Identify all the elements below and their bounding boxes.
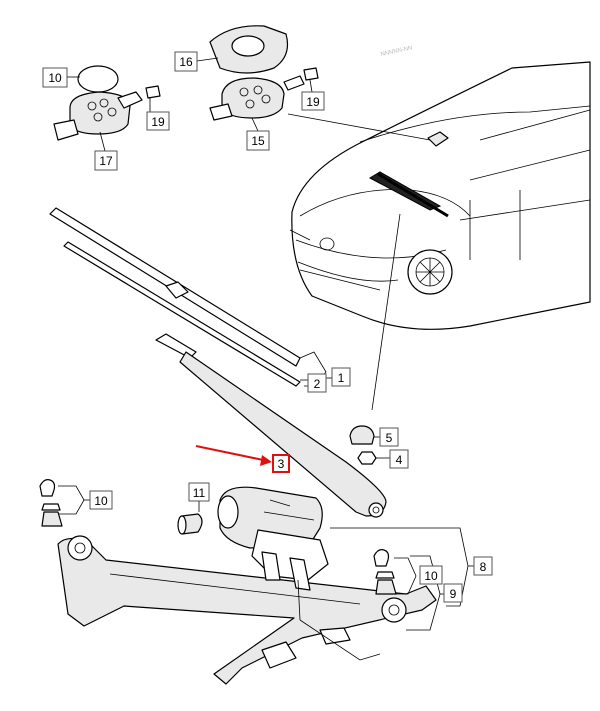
highlight-arrow [195,445,269,462]
callout-10-left[interactable]: 10 [89,490,113,510]
bolt-left [39,479,63,527]
car-rain-sensor [427,131,449,147]
svg-text:3: 3 [278,457,285,471]
nut-4 [357,451,377,465]
sensor-body-17 [69,91,131,135]
callout-18[interactable]: 10 [42,67,68,88]
callout-5[interactable]: 5 [379,427,399,447]
svg-text:19: 19 [306,95,320,109]
callout-9[interactable]: 9 [443,583,463,603]
bolt-right [373,549,397,595]
callout-2[interactable]: 2 [307,373,327,393]
watermark: NNNNN-NN [380,45,413,58]
sensor-pad-18 [77,65,119,93]
callout-1[interactable]: 1 [331,367,351,387]
svg-text:15: 15 [251,134,265,148]
svg-text:10: 10 [424,569,438,583]
bushing-11 [177,513,203,535]
svg-text:10: 10 [48,71,62,85]
callout-4[interactable]: 4 [389,449,409,469]
callout-17[interactable]: 17 [94,150,118,171]
svg-text:17: 17 [99,154,113,168]
callout-8[interactable]: 8 [473,556,493,576]
rain-sensor-left [53,65,161,141]
car-outline [289,61,591,330]
svg-text:8: 8 [480,560,487,574]
svg-text:10: 10 [94,494,108,508]
wiper-arm [155,333,387,518]
callout-16[interactable]: 16 [174,51,198,72]
callout-19-top[interactable]: 19 [301,91,325,111]
callout-19-left[interactable]: 19 [146,111,170,131]
callout-3[interactable]: 3 [272,454,290,473]
cap-5 [349,425,375,445]
wiper-blade [49,207,301,387]
callout-11[interactable]: 11 [188,482,210,502]
svg-text:4: 4 [396,453,403,467]
svg-text:5: 5 [386,431,393,445]
svg-text:1: 1 [338,371,345,385]
svg-text:16: 16 [179,55,193,69]
svg-text:9: 9 [450,587,457,601]
svg-text:19: 19 [151,115,165,129]
svg-text:2: 2 [314,377,321,391]
svg-text:11: 11 [193,486,206,500]
rain-sensor-top [209,25,319,121]
sensor-body-15 [221,77,285,119]
wiper-linkage [57,535,437,685]
callout-10-right[interactable]: 10 [419,565,443,585]
wiper-motor [217,486,329,591]
callout-15[interactable]: 15 [246,130,270,151]
